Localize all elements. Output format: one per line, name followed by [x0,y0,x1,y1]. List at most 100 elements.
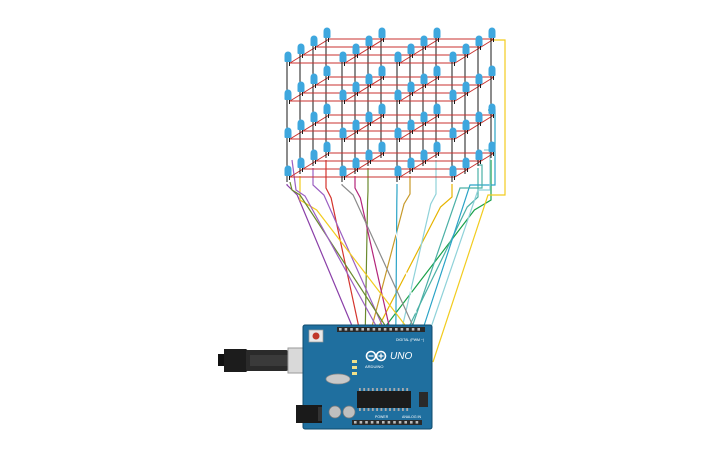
led[interactable] [352,119,360,137]
jumper-wire[interactable] [289,181,391,334]
header-pin[interactable] [417,328,420,331]
header-pin[interactable] [410,421,413,424]
arduino-uno-board[interactable]: UNO ARDUINO DIGITAL (PWM ~) POWER ANALOG… [296,324,433,430]
led[interactable] [462,157,470,175]
led[interactable] [394,165,402,183]
header-pin[interactable] [415,421,419,424]
led[interactable] [449,127,457,145]
led[interactable] [378,27,386,45]
header-pin[interactable] [339,328,342,331]
header-pin[interactable] [389,328,392,331]
led[interactable] [339,51,347,69]
led[interactable] [488,65,496,83]
led[interactable] [352,81,360,99]
led[interactable] [407,81,415,99]
jumper-wire[interactable] [380,160,422,334]
led[interactable] [378,65,386,83]
led[interactable] [394,127,402,145]
led[interactable] [407,157,415,175]
header-pin[interactable] [376,421,379,424]
led[interactable] [462,43,470,61]
header-pin[interactable] [370,421,374,424]
jumper-wire[interactable] [395,184,398,334]
led[interactable] [475,111,483,129]
led[interactable] [284,165,292,183]
led[interactable] [339,89,347,107]
led[interactable] [449,51,457,69]
led[interactable] [310,73,318,91]
jumper-wire[interactable] [424,149,491,346]
header-pin[interactable] [406,328,409,331]
led[interactable] [433,141,441,159]
led[interactable] [475,149,483,167]
jumper-wire[interactable] [299,176,412,334]
jumper-wire[interactable] [312,168,387,334]
header-pin[interactable] [367,328,370,331]
jumper-wire[interactable] [286,184,356,334]
jumper-wire[interactable] [409,164,483,334]
header-pin[interactable] [383,328,387,331]
jumper-wire[interactable] [374,184,453,334]
header-pin[interactable] [393,421,396,424]
led[interactable] [284,89,292,107]
header-pin[interactable] [361,328,364,331]
led[interactable] [297,81,305,99]
header-pin[interactable] [404,421,407,424]
jumper-wire[interactable] [369,176,411,334]
header-pin[interactable] [354,421,357,424]
led[interactable] [297,119,305,137]
led[interactable] [420,73,428,91]
led[interactable] [297,43,305,61]
header-pin[interactable] [400,328,404,331]
led[interactable] [420,35,428,53]
header-pin[interactable] [411,328,415,331]
led[interactable] [365,35,373,53]
led[interactable] [323,27,331,45]
reset-button-icon[interactable] [308,329,324,343]
led[interactable] [297,157,305,175]
led[interactable] [365,111,373,129]
led[interactable] [488,27,496,45]
led[interactable] [310,111,318,129]
jumper-wire[interactable] [432,39,506,363]
jumper-wire[interactable] [405,168,479,334]
led[interactable] [323,103,331,121]
led[interactable] [433,27,441,45]
led[interactable] [365,73,373,91]
led[interactable] [310,35,318,53]
header-pin[interactable] [355,328,359,331]
jumper-wire[interactable] [341,184,417,334]
led[interactable] [488,141,496,159]
icsp-header[interactable] [419,392,428,407]
header-pin[interactable] [350,328,353,331]
led-array[interactable] [284,27,496,183]
led[interactable] [352,43,360,61]
led[interactable] [449,165,457,183]
led[interactable] [462,81,470,99]
led[interactable] [475,73,483,91]
led[interactable] [488,103,496,121]
led[interactable] [420,149,428,167]
led[interactable] [365,149,373,167]
led[interactable] [407,119,415,137]
header-pin[interactable] [378,328,381,331]
led[interactable] [378,141,386,159]
power-analog-header[interactable] [352,420,422,425]
led-cube[interactable] [284,27,496,183]
header-pin[interactable] [359,421,363,424]
led[interactable] [310,149,318,167]
led[interactable] [323,65,331,83]
header-pin[interactable] [395,328,398,331]
led[interactable] [323,141,331,159]
led[interactable] [462,119,470,137]
power-jack-icon[interactable] [296,405,322,423]
jumper-wire[interactable] [364,168,369,334]
jumper-wire[interactable] [354,176,392,334]
led[interactable] [433,65,441,83]
header-pin[interactable] [398,421,402,424]
led[interactable] [352,157,360,175]
led[interactable] [378,103,386,121]
header-pin[interactable] [344,328,348,331]
header-pin[interactable] [372,328,376,331]
